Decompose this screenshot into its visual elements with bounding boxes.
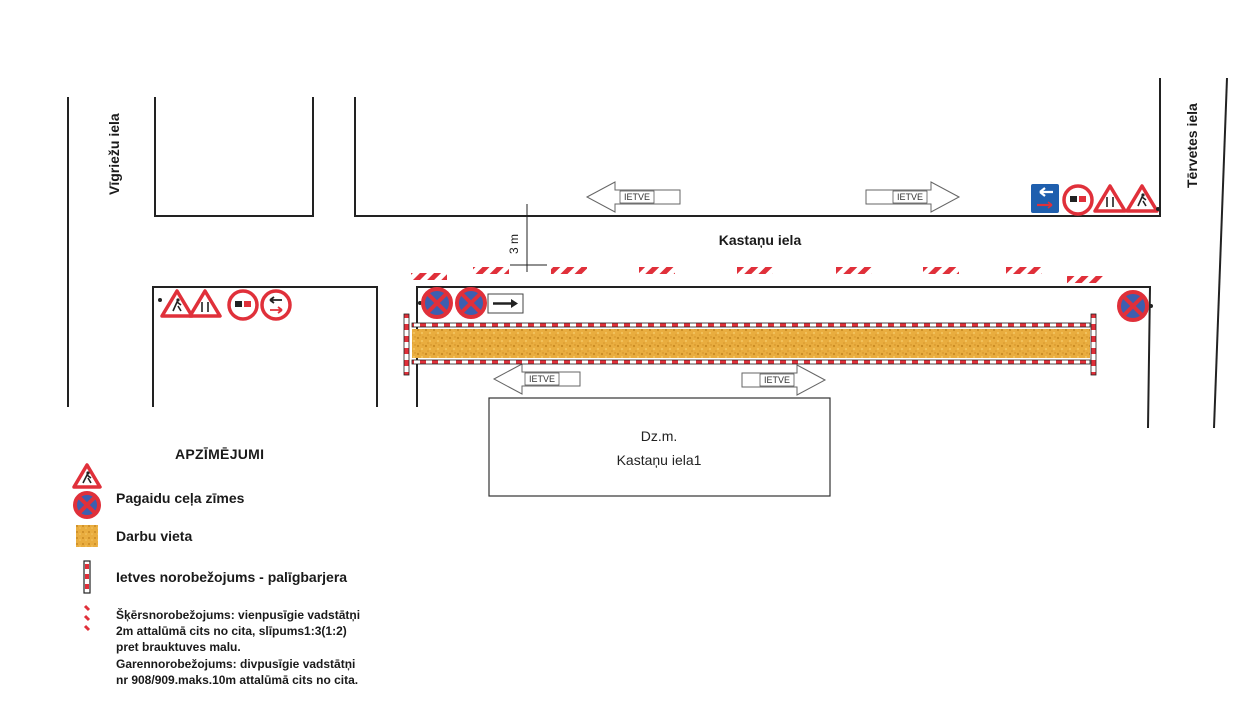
no-parking-sign-icon — [72, 490, 102, 520]
striped-barrier — [473, 267, 509, 274]
sidewalk-arrow-left-top: IETVE — [585, 181, 681, 213]
block-top-right — [354, 78, 1161, 217]
sidewalk-barrier-icon — [72, 560, 102, 594]
sidewalk-label: IETVE — [764, 375, 790, 385]
no-stopping-sign-icon — [455, 287, 487, 319]
priority-oncoming-sign-icon — [260, 289, 292, 321]
legend-item-work-zone: Darbu vieta — [72, 524, 192, 548]
dimension-3m — [510, 204, 547, 272]
direction-arrow-plate-icon — [487, 293, 524, 314]
striped-barrier — [1067, 276, 1103, 283]
sign-group-right-end — [1117, 290, 1153, 322]
legend-note-line: nr 908/909.maks.10m attalūmā cits no cit… — [116, 672, 359, 687]
no-overtaking-sign-icon — [227, 289, 259, 321]
legend-item-warning — [72, 462, 102, 490]
sign-group-top-right — [1031, 184, 1160, 216]
legend-note-line: Garennorobežojums: divpusīgie vadstātņi — [116, 656, 356, 671]
legend-note: Šķērsnorobežojums: vienpusīgie vadstātņi… — [116, 607, 436, 688]
transverse-barriers — [411, 267, 1103, 283]
road-narrows-warning-icon — [1093, 184, 1127, 213]
road-narrows-warning-icon — [188, 289, 222, 318]
street-label-right: Tērvetes iela — [1184, 103, 1200, 188]
legend-label-work-zone: Darbu vieta — [116, 528, 193, 544]
striped-barrier — [923, 267, 959, 274]
sidewalk-arrow-right-top: IETVE — [865, 181, 961, 213]
warning-triangle-worker-icon — [72, 462, 102, 490]
legend-label-signs: Pagaidu ceļa zīmes — [116, 490, 245, 506]
work-zone — [403, 313, 1097, 376]
sign-group-work-zone — [418, 287, 524, 319]
striped-barrier — [836, 267, 872, 274]
no-stopping-sign-icon — [421, 287, 453, 319]
no-overtaking-sign-icon — [1062, 184, 1094, 216]
block-bottom-left — [152, 286, 378, 407]
sidewalk-arrow-left-bottom: IETVE — [492, 363, 581, 395]
legend-note-line: pret brauktuves malu. — [116, 640, 241, 655]
sign-group-left — [158, 289, 292, 321]
street-label-main: Kastaņu iela — [719, 232, 802, 248]
building-label-line1: Dz.m. — [641, 428, 678, 444]
striped-barrier — [1006, 267, 1042, 274]
striped-barrier — [737, 267, 773, 274]
sidewalk-arrow-right-bottom: IETVE — [741, 364, 827, 396]
road-works-warning-icon — [1125, 184, 1159, 213]
dimension-label: 3 m — [507, 234, 521, 254]
legend-item-signs: Pagaidu ceļa zīmes — [72, 490, 244, 520]
striped-barrier — [551, 267, 587, 274]
legend-label-barrier: Ietves norobežojums - palīgbarjera — [116, 569, 348, 585]
sidewalk-label: IETVE — [897, 192, 923, 202]
striped-barrier — [639, 267, 675, 274]
one-way-info-sign-icon — [1031, 184, 1059, 213]
work-zone-texture-icon — [72, 524, 102, 548]
sidewalk-label: IETVE — [624, 192, 650, 202]
tervetes-street-right-edge — [1213, 77, 1228, 429]
legend-note-line: Šķērsnorobežojums: vienpusīgie vadstātņi — [116, 608, 361, 622]
road-works-warning-icon — [160, 289, 194, 318]
striped-barrier — [411, 273, 447, 280]
no-stopping-sign-icon — [1117, 290, 1149, 322]
legend-title: APZĪMĒJUMI — [175, 446, 265, 462]
legend-note-line: 2m attalūmā cits no cita, slīpums1:3(1:2… — [116, 624, 347, 639]
legend-item-barrier: Ietves norobežojums - palīgbarjera — [72, 560, 347, 594]
legend-item-striped — [72, 604, 102, 634]
striped-barrier-icon — [72, 604, 102, 634]
street-label-left: Vīgriežu iela — [106, 113, 122, 195]
street-outlines — [67, 77, 1228, 429]
building-label-line2: Kastaņu iela1 — [617, 452, 702, 468]
building-outline — [488, 397, 831, 497]
sidewalk-label: IETVE — [529, 374, 555, 384]
block-top-left — [154, 97, 314, 217]
